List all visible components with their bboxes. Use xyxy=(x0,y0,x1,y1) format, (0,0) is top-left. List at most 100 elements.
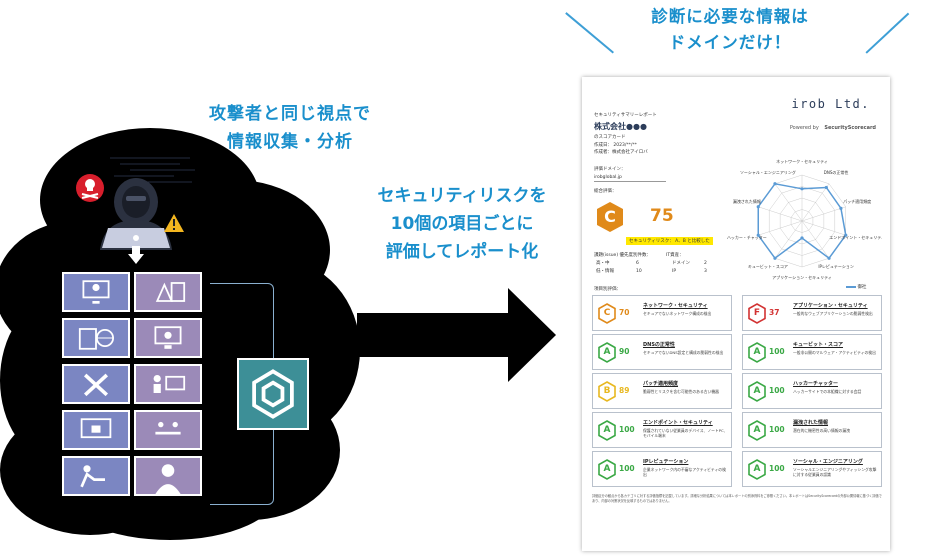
eval-domain-label: 評価ドメイン： xyxy=(594,167,626,172)
tile-people-monitor xyxy=(134,364,202,404)
radar-axis xyxy=(801,220,846,236)
card-grade: A xyxy=(753,347,761,357)
tools-icon xyxy=(83,373,109,397)
card-score: 70 xyxy=(619,308,630,317)
mid-heading-line1: セキュリティリスクを xyxy=(377,186,547,206)
card-score: 37 xyxy=(769,308,780,317)
card-grade: A xyxy=(753,425,761,435)
report-powered: Powered by SecurityScorecard xyxy=(790,125,876,131)
card-desc: ハッカーサイトでの本組織に対する会話 xyxy=(793,389,862,394)
radar-axis xyxy=(801,206,846,222)
mid-heading-line3: 評価してレポート化 xyxy=(385,242,539,262)
radar-label: IPレピュテーション xyxy=(818,263,854,269)
radar-label: エンドポイント・セキュリティ xyxy=(829,234,882,240)
radar-point xyxy=(839,206,843,210)
card-score: 100 xyxy=(619,425,635,434)
card-desc: 一般的なウェブアプリケーションの脆弱性検出 xyxy=(793,311,873,316)
alert-document-icon xyxy=(155,282,186,302)
card-title: アプリケーション・セキュリティ xyxy=(793,303,868,309)
card-grade: A xyxy=(603,425,611,435)
card-score: 100 xyxy=(769,386,785,395)
skull-crossbones-icon xyxy=(81,179,99,199)
securityscorecard-logo-icon xyxy=(252,369,294,419)
card-title: 漏洩された情報 xyxy=(793,420,829,426)
card-desc: 潜在的に機密性の高い情報の漏洩 xyxy=(793,428,850,433)
radar-point xyxy=(773,256,777,260)
card-grade: A xyxy=(603,347,611,357)
radar-chart: ネットワーク・セキュリティ DNSの正常性パッチ適用頻度エンドポイント・セキュリテ… xyxy=(727,158,882,280)
report-creator: 作成者：株式会社アイロバ xyxy=(594,150,648,155)
card-score: 100 xyxy=(619,464,635,473)
radar-legend-label: 御社 xyxy=(857,285,867,290)
radar-axis xyxy=(774,183,803,222)
radar-legend: 御社 xyxy=(846,285,866,291)
deco-line-left xyxy=(565,12,614,54)
radar-axis xyxy=(801,220,830,259)
radar-label: DNSの正常性 xyxy=(824,169,849,175)
left-heading-line1: 攻撃者と同じ視点で xyxy=(209,104,371,124)
card-score: 100 xyxy=(769,425,785,434)
skull-monitor-icon xyxy=(82,280,110,304)
category-label: 項目別評価： xyxy=(594,287,621,292)
radar-point xyxy=(800,187,804,191)
grade-hex-icon xyxy=(598,303,616,324)
tile-meeting xyxy=(134,410,202,450)
hacker-laptop-icon xyxy=(76,157,195,250)
radar-point xyxy=(756,205,760,209)
left-heading: 攻撃者と同じ視点で 情報収集・分析 xyxy=(150,100,430,156)
issues-high: 高・中 xyxy=(596,261,610,266)
report-brand: irob Ltd. xyxy=(791,97,870,111)
card-title: ソーシャル・エンジニアリング xyxy=(793,459,863,465)
report-powered-brand: SecurityScorecard xyxy=(824,125,876,131)
radar-point xyxy=(773,182,777,186)
radar-axis xyxy=(758,206,803,222)
card-grade: A xyxy=(603,464,611,474)
tile-web-globe xyxy=(62,318,130,358)
tile-shadow-person xyxy=(134,456,202,496)
it-label: IT資産： xyxy=(666,253,684,258)
card-title: パッチ適用頻度 xyxy=(643,381,679,387)
grade-hex-icon xyxy=(748,420,766,441)
report-created-date: 作成日： 2023/**/** xyxy=(594,143,637,148)
eval-domain: irobglobal.jp xyxy=(594,175,666,182)
it-domain-count: 2 xyxy=(704,261,707,266)
down-arrow xyxy=(128,254,144,264)
overall-grade-hex xyxy=(597,202,623,232)
card-title: ネットワーク・セキュリティ xyxy=(643,303,708,309)
mid-heading: セキュリティリスクを 10個の項目ごとに 評価してレポート化 xyxy=(356,182,568,266)
report-of-scorecard: のスコアカード xyxy=(594,135,626,140)
card-title: キュービット・スコア xyxy=(793,342,844,348)
lock-monitor-icon xyxy=(80,418,112,439)
card-score: 100 xyxy=(769,347,785,356)
radar-label: ソーシャル・エンジニアリング xyxy=(740,169,796,175)
shadow-person-icon xyxy=(155,464,181,494)
card-title: IPレピュテーション xyxy=(643,459,689,465)
down-arrow-stem xyxy=(132,246,140,254)
left-heading-line2: 情報収集・分析 xyxy=(227,132,353,152)
grade-hex-icon xyxy=(748,342,766,363)
radar-point xyxy=(827,256,831,260)
card-desc: 一般非公開のマルウェア・アクティビティの検出 xyxy=(793,350,876,355)
card-desc: セキュアでないDNS設定と構成の脆弱性の検出 xyxy=(643,350,724,355)
radar-label: ネットワーク・セキュリティ xyxy=(776,158,828,164)
tile-tools xyxy=(62,364,130,404)
tile-skull-monitor xyxy=(62,272,130,312)
issues-low: 低・情報 xyxy=(596,269,614,274)
radar-point xyxy=(844,233,848,237)
issues-high-count: 6 xyxy=(636,261,639,266)
radar-axis xyxy=(774,220,803,259)
risk-label: セキュリティリスク： A、B と比較した xyxy=(626,237,713,245)
overall-grade: C xyxy=(604,207,616,226)
report-company: 株式会社●●● xyxy=(594,122,647,131)
report-powered-label: Powered by xyxy=(789,125,819,131)
radar-label: アプリケーション・セキュリティ xyxy=(772,274,832,280)
card-desc: 企業ネットワーク内の不審なアクティビティの検出 xyxy=(643,467,726,477)
card-grade: A xyxy=(753,386,761,396)
radar-label: パッチ適用頻度 xyxy=(843,198,871,204)
security-report: セキュリティサマリーレポート 株式会社●●● のスコアカード 作成日： 2023… xyxy=(582,77,890,551)
card-desc: ソーシャルエンジニアリングやフィッシング攻撃に対する従業員の認識 xyxy=(793,467,877,477)
web-globe-icon xyxy=(78,328,114,350)
